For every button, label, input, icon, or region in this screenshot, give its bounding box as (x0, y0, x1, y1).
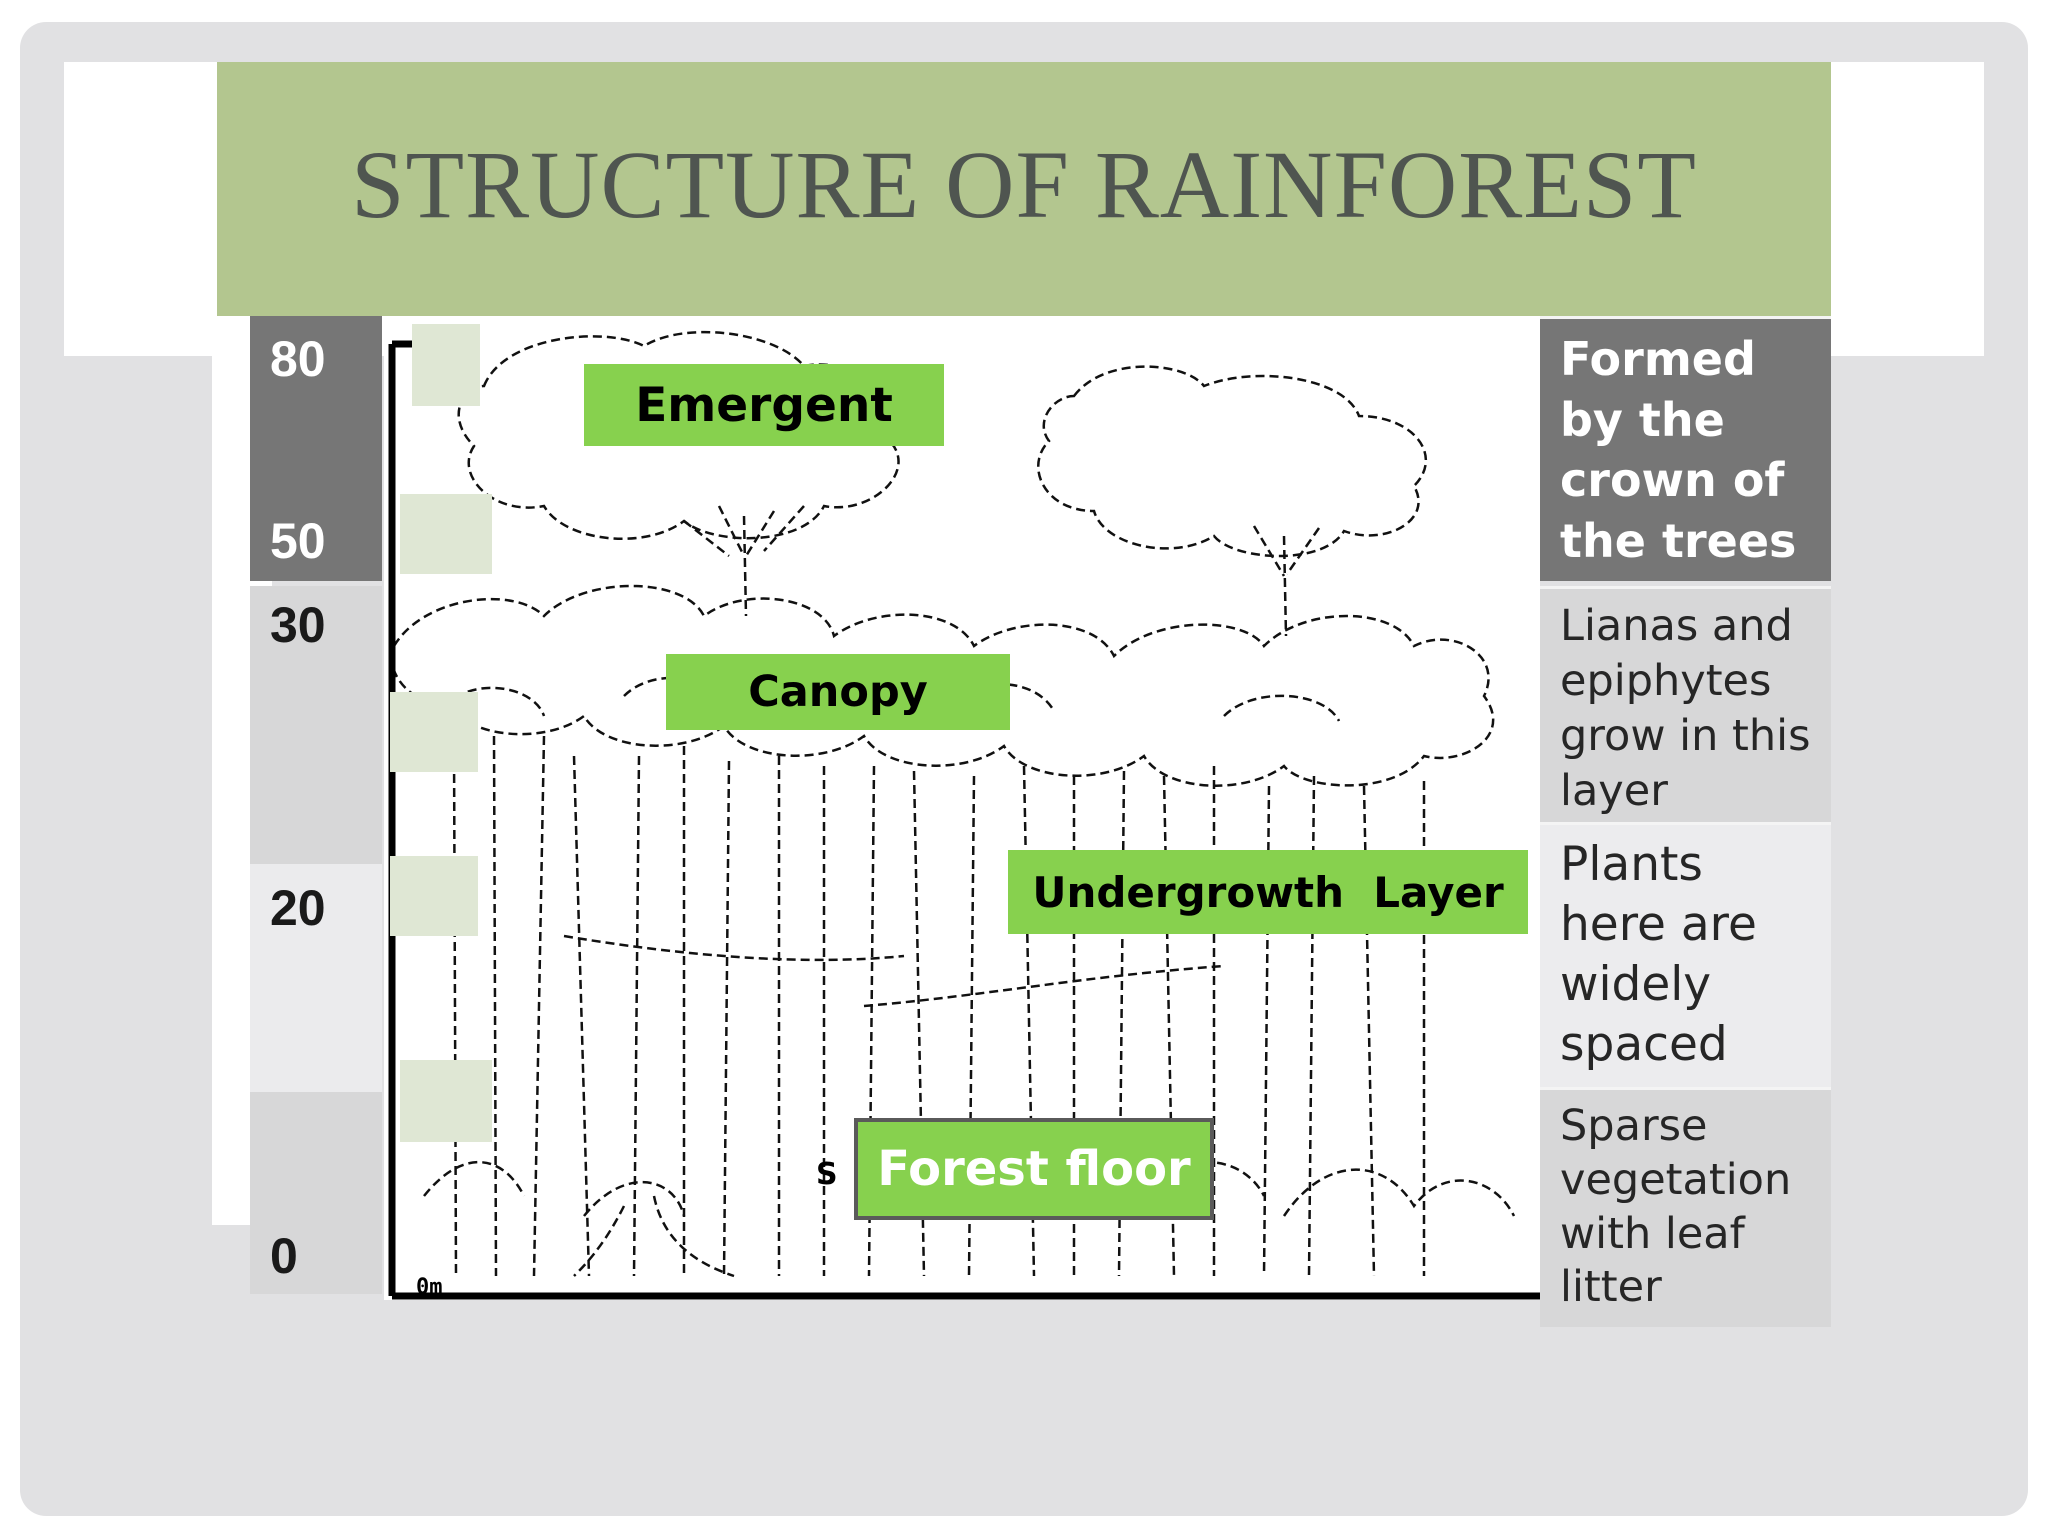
title-bar: STRUCTURE OF RAINFOREST (217, 62, 1831, 316)
scale-marker (400, 494, 492, 574)
scale-label-0: 0 (270, 1228, 298, 1284)
description-canopy: Lianas and epiphytes grow in this layer (1540, 586, 1831, 822)
scale-label-80: 80 (270, 331, 326, 387)
description-forest-floor: Sparse vegetation with leaf litter (1540, 1087, 1831, 1327)
scale-marker (390, 692, 478, 772)
layer-label-undergrowth: Undergrowth Layer (1008, 850, 1528, 934)
description-emergent: Formed by the crown of the trees (1540, 316, 1831, 581)
scale-marker (412, 324, 480, 406)
scale-label-50: 50 (270, 513, 326, 569)
description-undergrowth-text: Plants here are widely spaced (1560, 837, 1757, 1073)
description-undergrowth: Plants here are widely spaced (1540, 822, 1831, 1087)
scale-cell-canopy: 30 (250, 586, 382, 864)
description-emergent-text: Formed by the crown of the trees (1560, 332, 1797, 569)
layer-label-canopy: Canopy (666, 654, 1010, 730)
scale-cell-emergent: 80 50 (250, 316, 382, 581)
layer-label-canopy-text: Canopy (748, 667, 928, 717)
scale-marker (390, 856, 478, 936)
axis-zero-label: 0m (416, 1275, 443, 1300)
layer-label-forest-floor-text: Forest floor (877, 1141, 1191, 1197)
layer-label-emergent-text: Emergent (635, 377, 893, 433)
scale-cell-undergrowth: 20 (250, 864, 382, 1092)
layer-label-emergent: Emergent (584, 364, 944, 446)
scale-marker (400, 1060, 492, 1142)
description-forest-floor-text: Sparse vegetation with leaf litter (1560, 1101, 1792, 1313)
description-canopy-text: Lianas and epiphytes grow in this layer (1560, 601, 1811, 817)
scale-label-30: 30 (270, 597, 326, 653)
slide-title: STRUCTURE OF RAINFOREST (351, 130, 1697, 238)
diagram-stray-letter: S (816, 1157, 838, 1192)
layer-label-forest-floor: Forest floor (854, 1118, 1214, 1220)
layer-label-undergrowth-text: Undergrowth Layer (1032, 867, 1504, 917)
scale-label-20: 20 (270, 880, 326, 936)
rainforest-diagram: 0m S Emergent Canopy Undergrowth Layer F… (384, 316, 1540, 1300)
scale-cell-floor: 0 (250, 1092, 382, 1294)
